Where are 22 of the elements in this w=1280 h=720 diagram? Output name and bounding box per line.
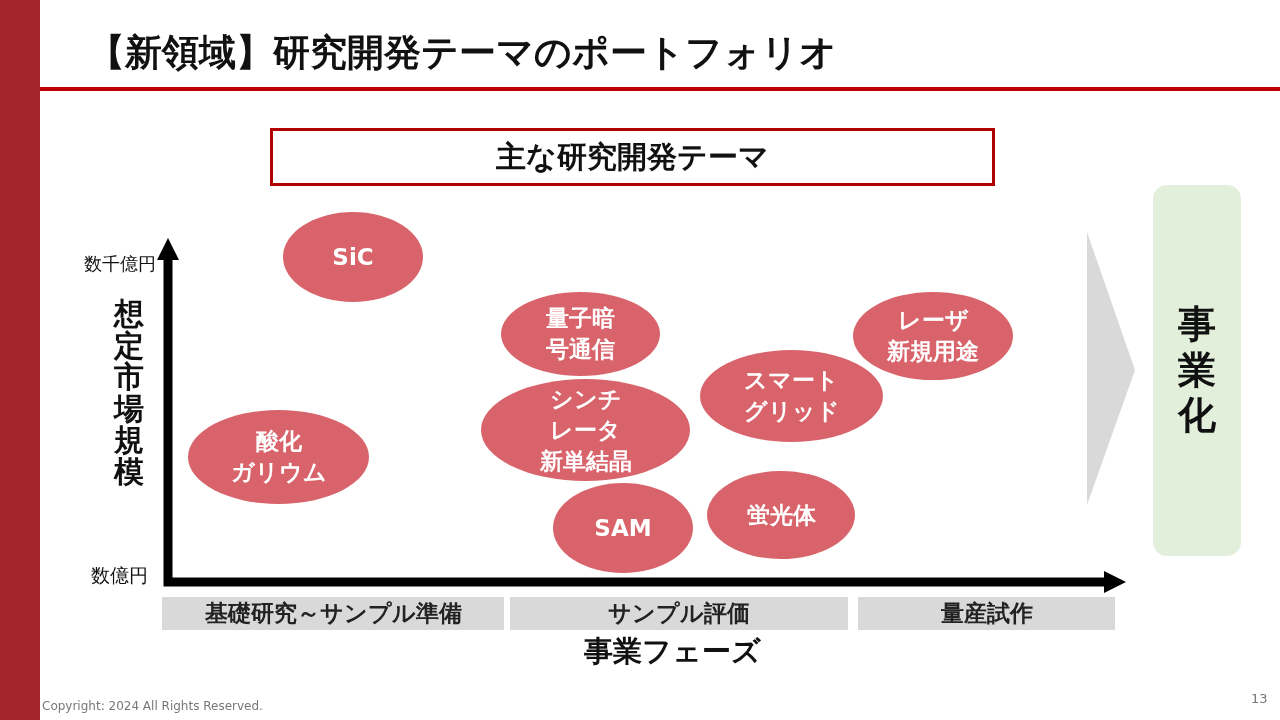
- axis-tick-label: 数千億円: [84, 252, 156, 276]
- axis-title: 事業フェーズ: [584, 633, 761, 670]
- theme-ellipse: 酸化ガリウム: [188, 410, 369, 504]
- copyright-text: Copyright: 2024 All Rights Reserved.: [42, 699, 263, 713]
- heading-box: 主な研究開発テーマ: [270, 128, 995, 186]
- axis-title: 想定市場規模: [113, 298, 145, 487]
- page-number: 13: [1251, 691, 1268, 706]
- theme-ellipse: SAM: [553, 483, 693, 573]
- chevron-arrow: [1087, 232, 1135, 505]
- goal-label: 事業化: [1177, 302, 1217, 439]
- theme-ellipse: シンチレータ新単結晶: [481, 379, 690, 481]
- theme-ellipse: レーザ新規用途: [853, 292, 1013, 380]
- theme-ellipse: スマートグリッド: [700, 350, 883, 442]
- theme-ellipse: 量子暗号通信: [501, 292, 660, 376]
- theme-ellipse: SiC: [283, 212, 423, 302]
- axis-tick-label: 数億円: [91, 563, 148, 588]
- slide-title: 【新領域】研究開発テーマのポートフォリオ: [88, 30, 837, 76]
- theme-ellipse: 蛍光体: [707, 471, 855, 559]
- goal-box: [1153, 185, 1241, 556]
- phase-band: 量産試作: [858, 597, 1115, 630]
- phase-band: サンプル評価: [510, 597, 848, 630]
- phase-band: 基礎研究～サンプル準備: [162, 597, 504, 630]
